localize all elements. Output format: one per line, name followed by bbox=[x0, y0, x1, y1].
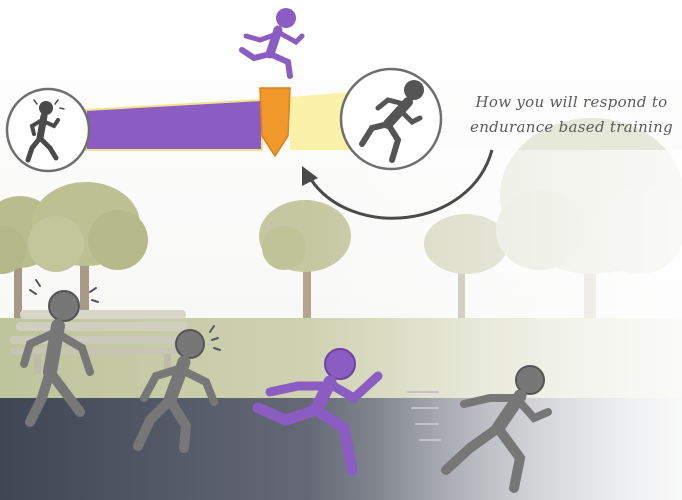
caption-line-1: How you will respond to bbox=[464, 90, 679, 115]
scale-left-circle bbox=[7, 89, 89, 171]
scale-bar-purple bbox=[86, 100, 262, 150]
caption: How you will respond to endurance based … bbox=[464, 90, 679, 140]
scale-right-circle bbox=[341, 69, 441, 169]
caption-line-2: endurance based training bbox=[464, 115, 679, 140]
right-haze bbox=[0, 150, 682, 500]
